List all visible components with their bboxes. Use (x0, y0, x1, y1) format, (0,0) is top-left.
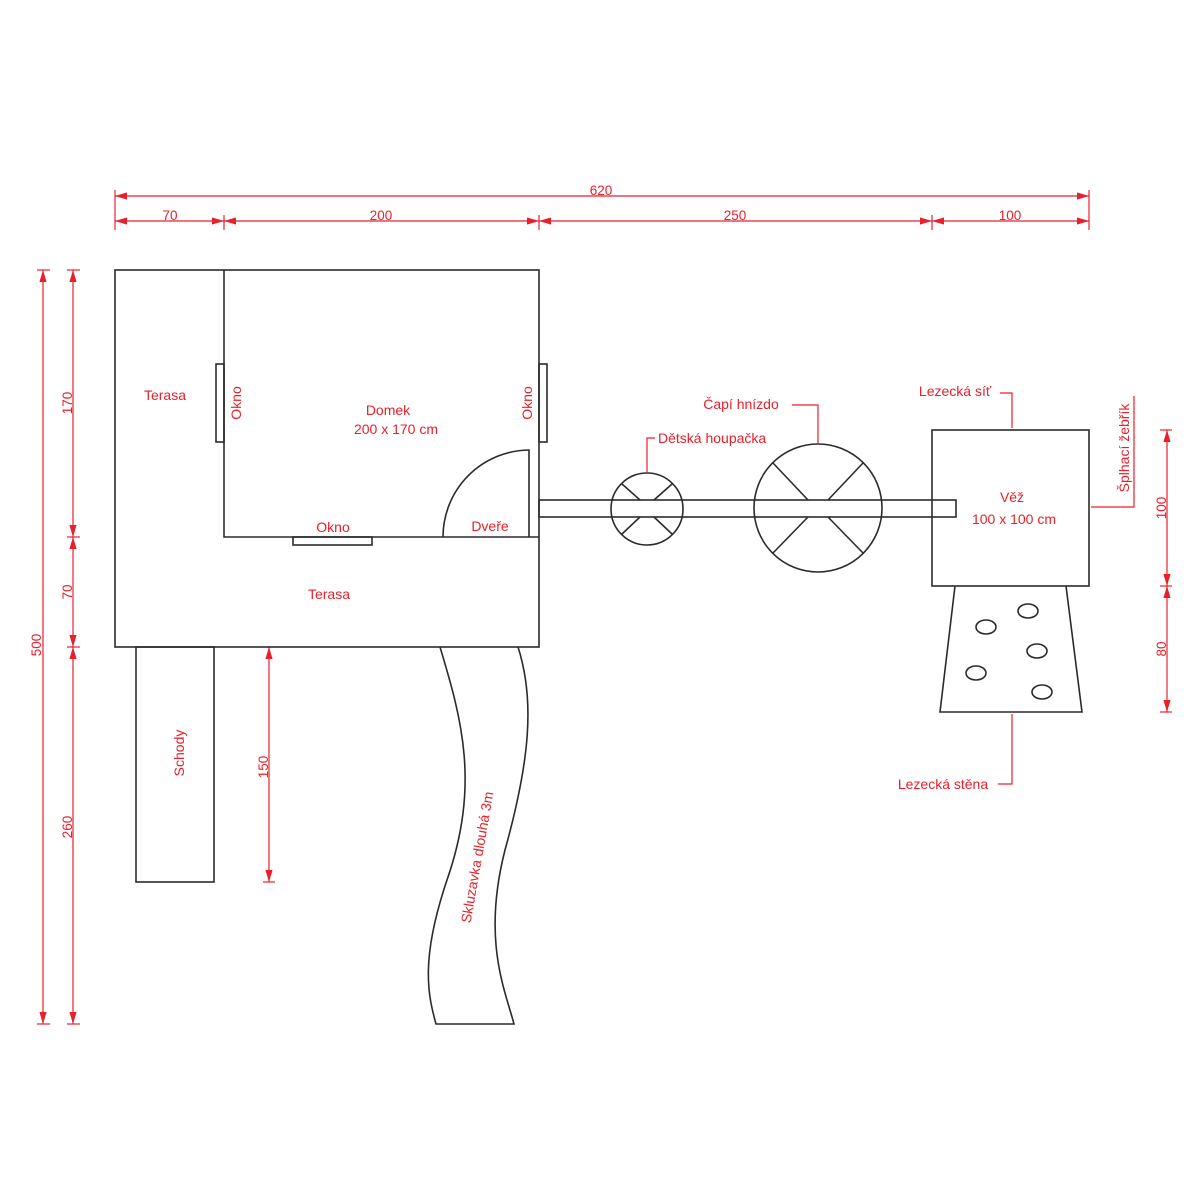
leader-lezecka-sit (1000, 392, 1013, 428)
dim-total-height: 500 (29, 634, 44, 657)
label-terasa-left: Terasa (144, 387, 186, 403)
left-dimensions: 500 170 70 260 150 (29, 269, 275, 1025)
label-okno-right: Okno (519, 386, 535, 420)
dim-wall-length: 80 (1154, 641, 1169, 656)
door (442, 449, 530, 538)
window-right (538, 363, 548, 443)
terrace-outline (114, 269, 540, 648)
swing (610, 472, 684, 546)
label-schody: Schody (171, 730, 187, 777)
label-capi-hnizdo: Čapí hnízdo (703, 396, 779, 412)
label-okno-left: Okno (228, 386, 244, 420)
label-splhaci-zebrik: Šplhací žebřík (1116, 403, 1132, 493)
slide (427, 646, 529, 1025)
label-okno-bottom: Okno (316, 519, 350, 535)
dim-width-tower: 100 (999, 208, 1022, 223)
stork-nest (753, 443, 883, 573)
house-walls (223, 270, 539, 538)
dim-width-terrace: 70 (162, 208, 177, 223)
leader-splhaci-zebrik (1091, 396, 1135, 508)
dim-tower-height: 100 (1154, 497, 1169, 520)
window-left (215, 363, 225, 443)
label-vez-size: 100 x 100 cm (972, 511, 1056, 527)
dim-total-width: 620 (590, 183, 613, 198)
label-lezecka-sit: Lezecká síť (919, 383, 992, 399)
leader-lezecka-stena (998, 714, 1013, 785)
dim-height-slide: 260 (60, 816, 75, 839)
dim-height-house: 170 (60, 392, 75, 415)
dim-width-beam: 250 (724, 208, 747, 223)
dim-height-terrace: 70 (60, 584, 75, 599)
dim-stairs-length: 150 (256, 756, 271, 779)
beam (538, 499, 957, 518)
label-domek: Domek (366, 402, 411, 418)
leader-capi-hnizdo (792, 404, 819, 443)
leader-houpacka (646, 437, 655, 472)
label-terasa-bottom: Terasa (308, 586, 350, 602)
stairs (135, 646, 215, 883)
label-domek-size: 200 x 170 cm (354, 421, 438, 437)
label-houpacka: Dětská houpačka (658, 430, 766, 446)
right-dimensions: 100 80 (1154, 429, 1172, 713)
label-lezecka-stena: Lezecká stěna (898, 776, 988, 792)
dim-width-house: 200 (370, 208, 393, 223)
tower (931, 429, 1090, 587)
climbing-wall (939, 585, 1083, 713)
label-vez: Věž (1000, 489, 1024, 505)
top-dimensions: 620 70 200 250 100 (114, 183, 1090, 230)
label-dvere: Dveře (471, 518, 509, 534)
window-bottom (292, 536, 373, 546)
